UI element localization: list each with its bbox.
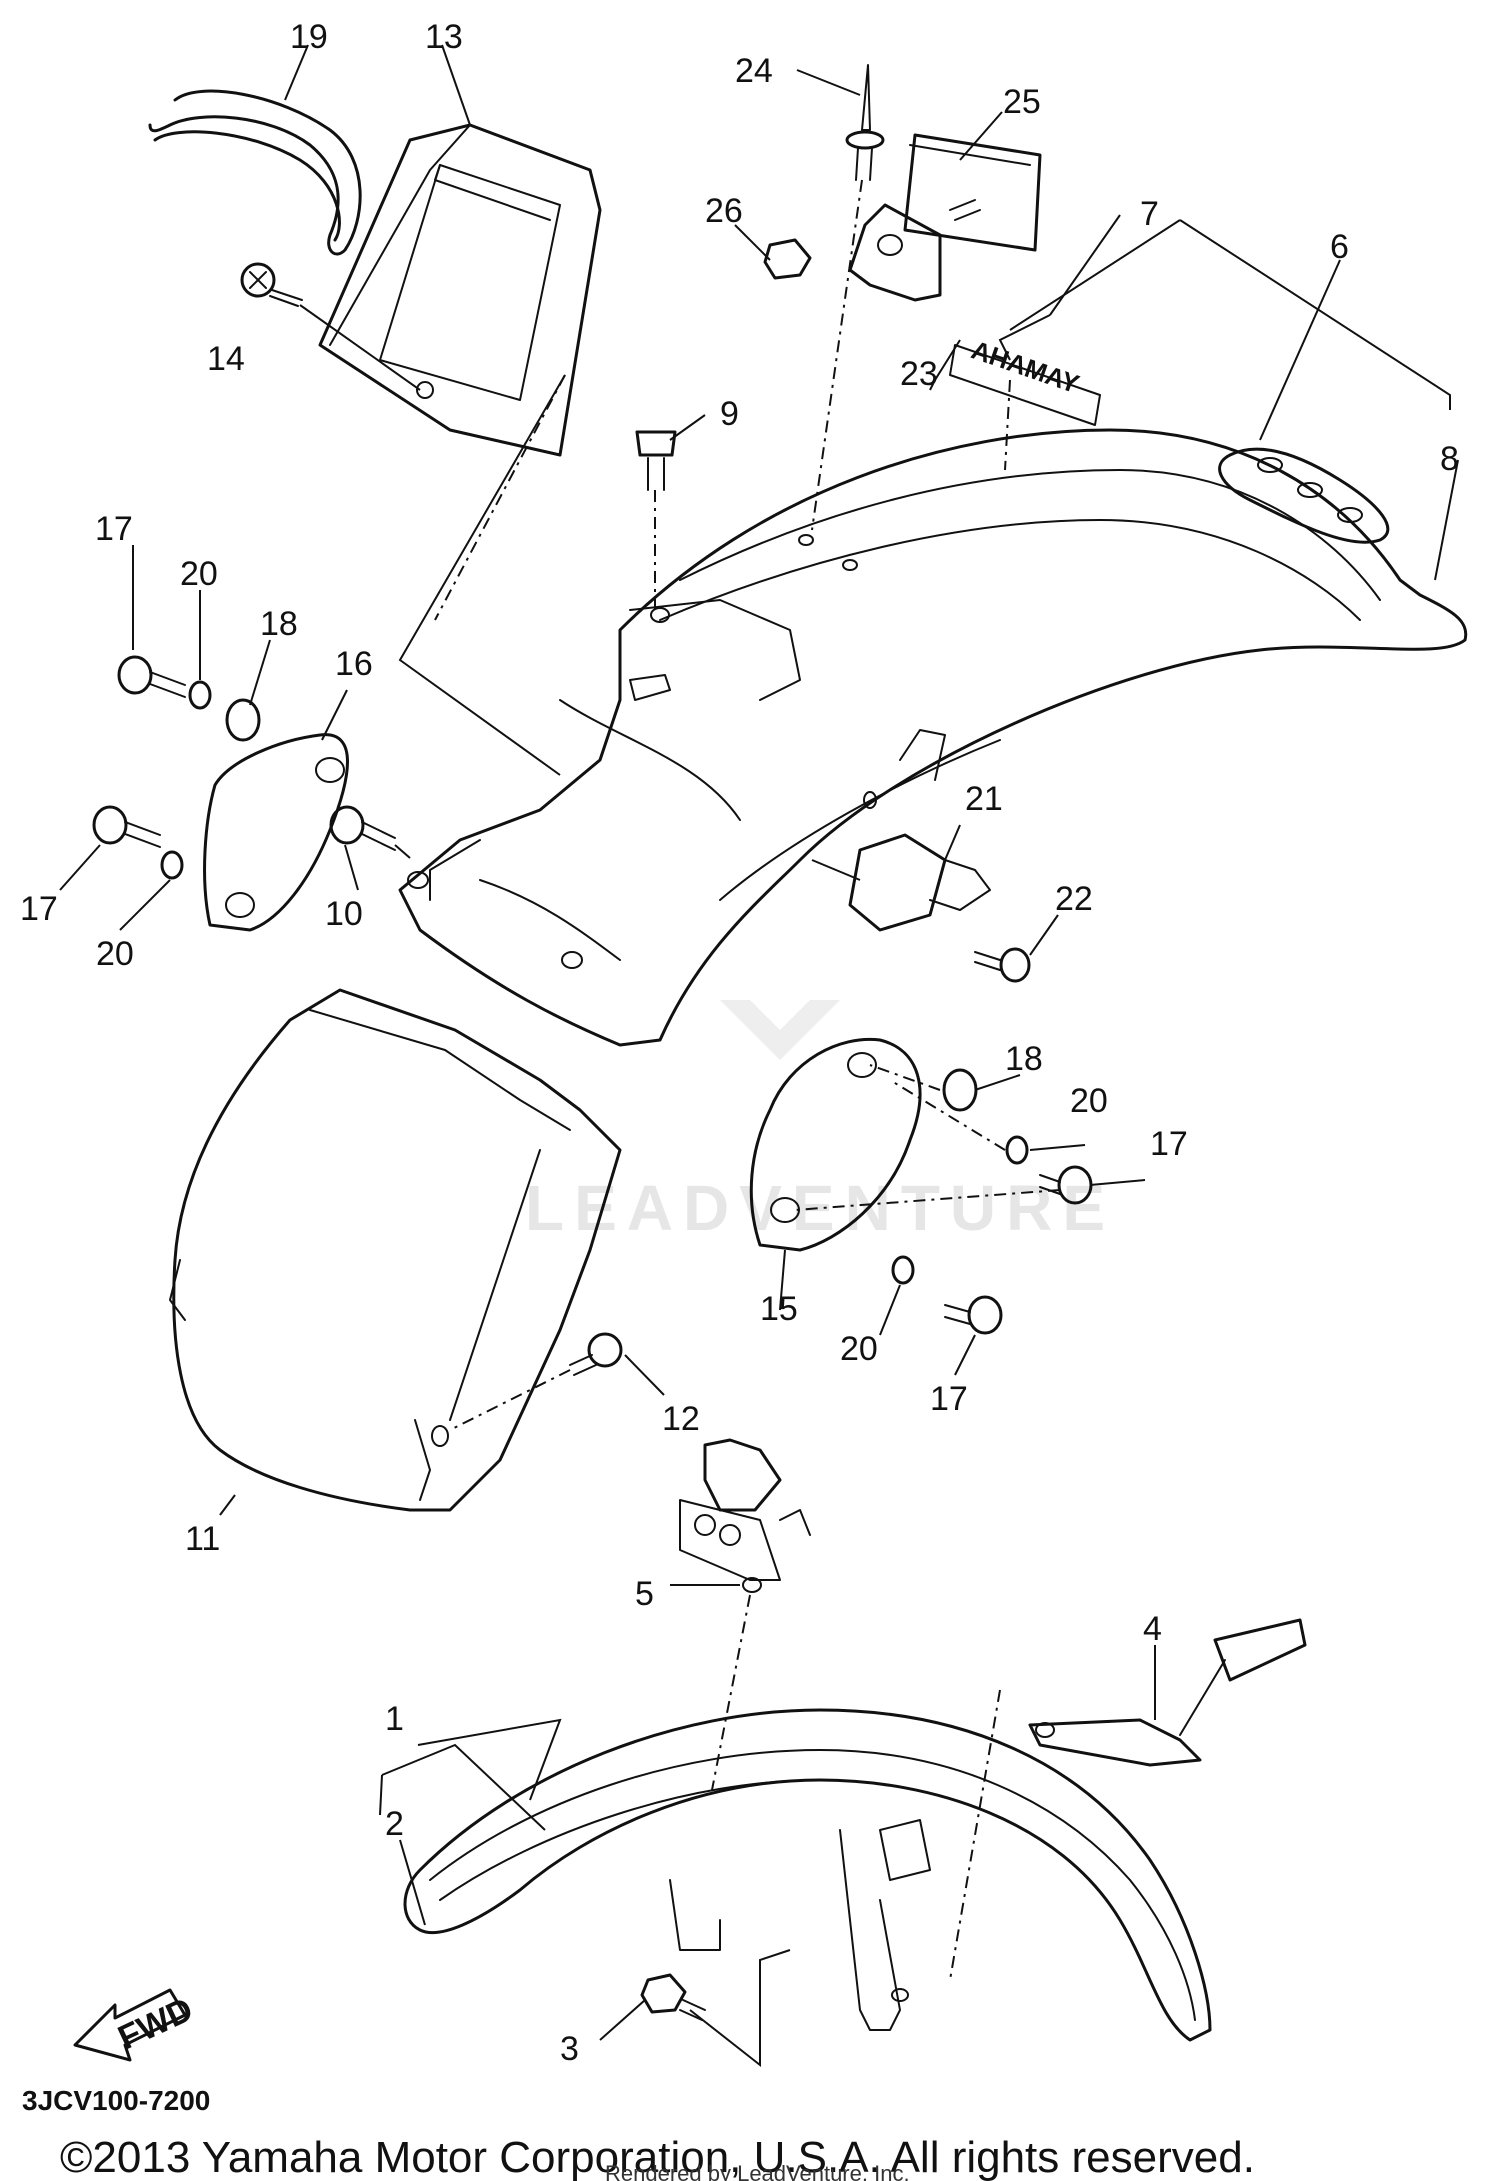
fwd-arrow-icon: FWD <box>73 1988 199 2062</box>
part-1-front-fender <box>403 1708 1212 2042</box>
callout-25: 25 <box>1003 83 1041 121</box>
part-10-bolt <box>329 805 411 859</box>
watermark-text: LEADVENTURE <box>525 1172 1115 1244</box>
part-16-cover <box>203 733 349 932</box>
part-20-washer-b <box>160 850 184 880</box>
callout-14: 14 <box>207 340 245 378</box>
part-25-reflector <box>903 133 1042 252</box>
callout-1: 1 <box>385 1700 404 1738</box>
callout-12: 12 <box>662 1400 700 1438</box>
part-23-bracket <box>848 199 981 302</box>
part-13-flap <box>318 123 602 457</box>
callout-21: 21 <box>965 780 1003 818</box>
callout-15: 15 <box>760 1290 798 1328</box>
part-22-screw <box>974 947 1031 983</box>
callout-20-b: 20 <box>96 935 134 973</box>
callout-11: 11 <box>185 1520 220 1558</box>
callout-17-d: 17 <box>930 1380 968 1418</box>
callout-labels: 19 13 24 25 26 7 6 23 14 9 8 17 20 18 16… <box>20 18 1459 2068</box>
part-4-stay <box>1028 1618 1307 1767</box>
part-7-decal: YAMAHA <box>949 334 1101 426</box>
leader-lines <box>59 44 1459 2068</box>
decal-text: YAMAHA <box>967 334 1083 399</box>
rendered-by-text: Rendered by LeadVenture, Inc. <box>605 2161 910 2181</box>
callout-17-a: 17 <box>95 510 133 548</box>
callout-17-c: 17 <box>1150 1125 1188 1163</box>
part-17-bolt-a <box>117 655 186 698</box>
callout-26: 26 <box>705 192 743 230</box>
part-20-washer-a <box>188 680 212 710</box>
callout-9: 9 <box>720 395 739 433</box>
rear-fender <box>398 428 1468 1047</box>
callout-10: 10 <box>325 895 363 933</box>
part-20-washer-c <box>1005 1135 1029 1165</box>
callout-13: 13 <box>425 18 463 56</box>
part-17-bolt-d <box>944 1295 1003 1335</box>
part-20-washer-d <box>891 1255 915 1285</box>
callout-8: 8 <box>1440 440 1459 478</box>
part-21-light <box>848 833 991 932</box>
callout-3: 3 <box>560 2030 579 2068</box>
part-26-nut <box>763 238 812 280</box>
callout-19: 19 <box>290 18 328 56</box>
callout-18-b: 18 <box>1005 1040 1043 1078</box>
copyright-text: ©2013 Yamaha Motor Corporation, U.S.A. A… <box>60 2133 1255 2181</box>
callout-2: 2 <box>385 1805 404 1843</box>
callout-18-a: 18 <box>260 605 298 643</box>
watermark: LEADVENTURE <box>525 1000 1115 1244</box>
callout-6: 6 <box>1330 228 1349 266</box>
part-6-pad <box>1218 447 1390 544</box>
part-17-bolt-b <box>92 805 161 848</box>
part-12-bolt <box>449 1332 623 1431</box>
part-11-inner-fender <box>169 988 622 1512</box>
callout-20-d: 20 <box>840 1330 878 1368</box>
diagram-code: 3JCV100-7200 <box>22 2085 210 2116</box>
callout-4: 4 <box>1143 1610 1162 1648</box>
part-18-collar-b <box>942 1068 978 1112</box>
part-3-bolt <box>640 1973 706 2021</box>
part-19-seal <box>148 89 362 256</box>
part-18-collar-a <box>225 698 261 742</box>
part-14-screw <box>240 262 421 391</box>
callout-16: 16 <box>335 645 373 683</box>
callout-20-c: 20 <box>1070 1082 1108 1120</box>
callout-22: 22 <box>1055 880 1093 918</box>
callout-17-b: 17 <box>20 890 58 928</box>
callout-5: 5 <box>635 1575 654 1613</box>
callout-24: 24 <box>735 52 773 90</box>
callout-20-a: 20 <box>180 555 218 593</box>
callout-7: 7 <box>1140 195 1159 233</box>
part-5-bracket <box>679 1438 811 1593</box>
part-24-rivet <box>845 64 885 181</box>
part-9-bolt <box>635 430 677 491</box>
fwd-label: FWD <box>112 1990 198 2057</box>
callout-23: 23 <box>900 355 938 393</box>
